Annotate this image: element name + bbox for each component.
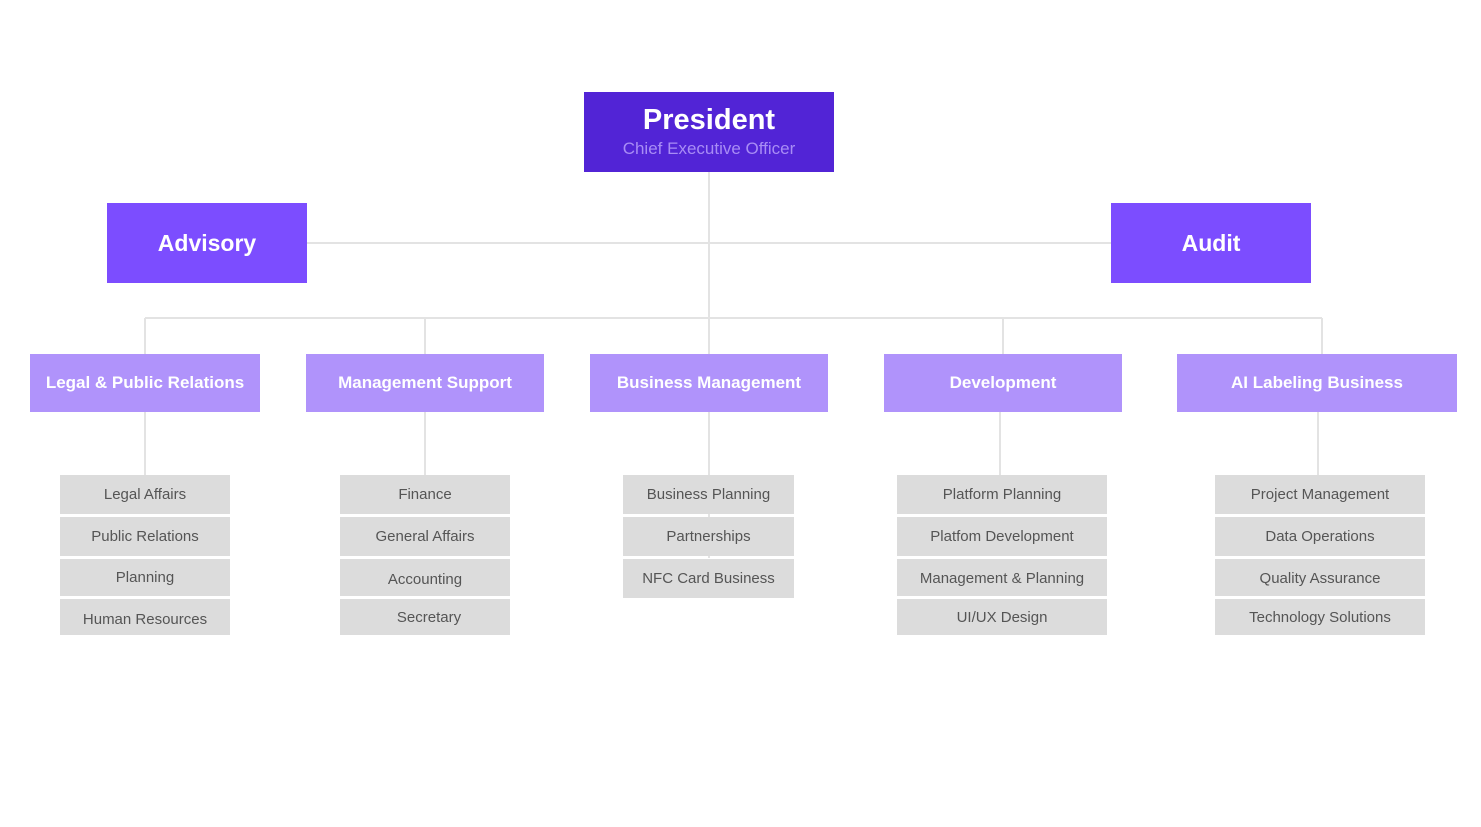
team-item: Technology Solutions (1215, 599, 1425, 635)
dept-management-support: Management Support (306, 354, 544, 412)
team-item: NFC Card Business (623, 559, 794, 598)
president-title: President (642, 104, 776, 136)
team-item: Human Resources (60, 599, 230, 635)
team-item: Secretary (340, 599, 510, 635)
team-item: Management & Planning (897, 559, 1107, 596)
advisory-box: Advisory (107, 203, 307, 283)
president-subtitle: Chief Executive Officer (622, 139, 796, 158)
team-item: Finance (340, 475, 510, 514)
audit-label: Audit (1181, 229, 1241, 256)
dept-legal-public-relations: Legal & Public Relations (30, 354, 260, 412)
team-item: Partnerships (623, 517, 794, 556)
dept-label: Development (949, 373, 1057, 392)
president-box: President Chief Executive Officer (584, 92, 834, 172)
team-item: Business Planning (623, 475, 794, 514)
team-item: Project Management (1215, 475, 1425, 514)
team-item: Platfom Development (897, 517, 1107, 556)
dept-business-management: Business Management (590, 354, 828, 412)
team-item: Platform Planning (897, 475, 1107, 514)
dept-label: Legal & Public Relations (45, 373, 245, 392)
advisory-label: Advisory (157, 229, 257, 256)
team-item: Public Relations (60, 517, 230, 556)
team-item: Accounting (340, 559, 510, 596)
dept-label: AI Labeling Business (1231, 373, 1403, 392)
dept-ai-labeling-business: AI Labeling Business (1177, 354, 1457, 412)
team-item: Quality Assurance (1215, 559, 1425, 596)
team-item: Data Operations (1215, 517, 1425, 556)
audit-box: Audit (1111, 203, 1311, 283)
dept-label: Business Management (616, 373, 802, 392)
team-item: Planning (60, 559, 230, 596)
dept-label: Management Support (338, 373, 512, 392)
team-item: UI/UX Design (897, 599, 1107, 635)
dept-development: Development (884, 354, 1122, 412)
team-item: Legal Affairs (60, 475, 230, 514)
team-item: General Affairs (340, 517, 510, 556)
